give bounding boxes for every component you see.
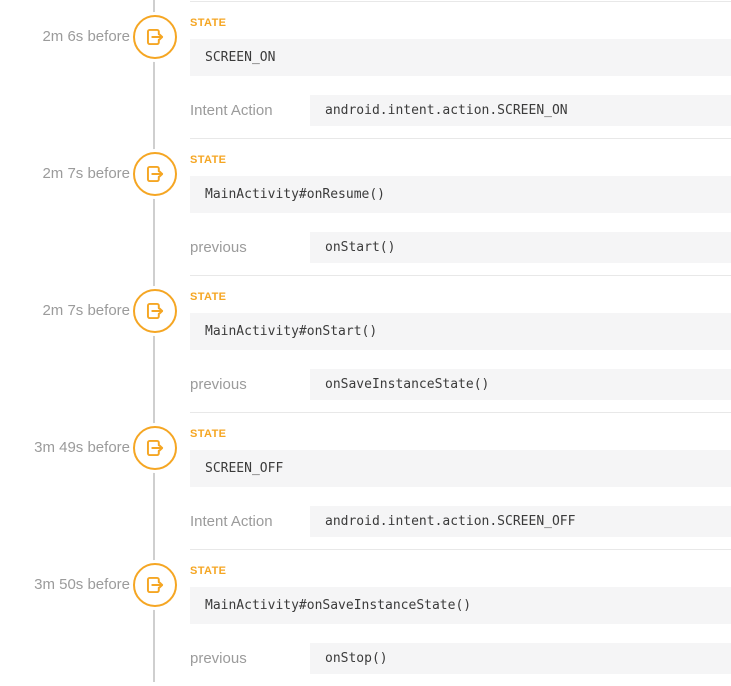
entry-timestamp: 2m 7s before bbox=[42, 302, 130, 319]
entry-timestamp: 2m 7s before bbox=[42, 165, 130, 182]
state-label: STATE bbox=[190, 154, 227, 166]
timeline-entry: 3m 50s before STATE MainActivity#onSaveI… bbox=[0, 549, 731, 686]
entry-timestamp: 3m 49s before bbox=[34, 439, 130, 456]
entry-content: STATE MainActivity#onStart() previous on… bbox=[190, 275, 731, 412]
entry-field-row: previous onStart() bbox=[190, 232, 731, 263]
timeline-entry: 2m 7s before STATE MainActivity#onStart(… bbox=[0, 275, 731, 412]
timeline-vertical-line bbox=[153, 0, 155, 682]
logout-arrow-icon bbox=[142, 298, 168, 324]
state-value: MainActivity#onResume() bbox=[190, 176, 731, 213]
field-label: Intent Action bbox=[190, 102, 273, 119]
timeline-node bbox=[133, 15, 177, 59]
state-value: SCREEN_ON bbox=[190, 39, 731, 76]
state-label: STATE bbox=[190, 428, 227, 440]
logout-arrow-icon bbox=[142, 161, 168, 187]
timeline-node bbox=[133, 289, 177, 333]
state-label: STATE bbox=[190, 17, 227, 29]
logout-arrow-icon bbox=[142, 572, 168, 598]
entry-content: STATE SCREEN_OFF Intent Action android.i… bbox=[190, 412, 731, 549]
logout-arrow-icon bbox=[142, 24, 168, 50]
field-value: onSaveInstanceState() bbox=[310, 369, 731, 400]
timeline-node bbox=[133, 563, 177, 607]
state-value: MainActivity#onStart() bbox=[190, 313, 731, 350]
state-label: STATE bbox=[190, 291, 227, 303]
timeline-node bbox=[133, 152, 177, 196]
state-label: STATE bbox=[190, 565, 227, 577]
entry-timestamp: 3m 50s before bbox=[34, 576, 130, 593]
field-label: Intent Action bbox=[190, 513, 273, 530]
field-value: onStop() bbox=[310, 643, 731, 674]
field-value: android.intent.action.SCREEN_ON bbox=[310, 95, 731, 126]
field-label: previous bbox=[190, 239, 247, 256]
timeline-entry: 3m 49s before STATE SCREEN_OFF Intent Ac… bbox=[0, 412, 731, 549]
field-value: android.intent.action.SCREEN_OFF bbox=[310, 506, 731, 537]
logout-arrow-icon bbox=[142, 435, 168, 461]
field-label: previous bbox=[190, 650, 247, 667]
entry-timestamp: 2m 6s before bbox=[42, 28, 130, 45]
entry-content: STATE MainActivity#onResume() previous o… bbox=[190, 138, 731, 275]
entry-content: STATE MainActivity#onSaveInstanceState()… bbox=[190, 549, 731, 686]
timeline-node bbox=[133, 426, 177, 470]
field-label: previous bbox=[190, 376, 247, 393]
entry-field-row: previous onStop() bbox=[190, 643, 731, 674]
state-value: MainActivity#onSaveInstanceState() bbox=[190, 587, 731, 624]
timeline-entry: 2m 7s before STATE MainActivity#onResume… bbox=[0, 138, 731, 275]
field-value: onStart() bbox=[310, 232, 731, 263]
state-value: SCREEN_OFF bbox=[190, 450, 731, 487]
entry-field-row: Intent Action android.intent.action.SCRE… bbox=[190, 95, 731, 126]
entry-content: STATE SCREEN_ON Intent Action android.in… bbox=[190, 1, 731, 138]
entry-field-row: previous onSaveInstanceState() bbox=[190, 369, 731, 400]
timeline-entry: 2m 6s before STATE SCREEN_ON Intent Acti… bbox=[0, 1, 731, 138]
entry-field-row: Intent Action android.intent.action.SCRE… bbox=[190, 506, 731, 537]
